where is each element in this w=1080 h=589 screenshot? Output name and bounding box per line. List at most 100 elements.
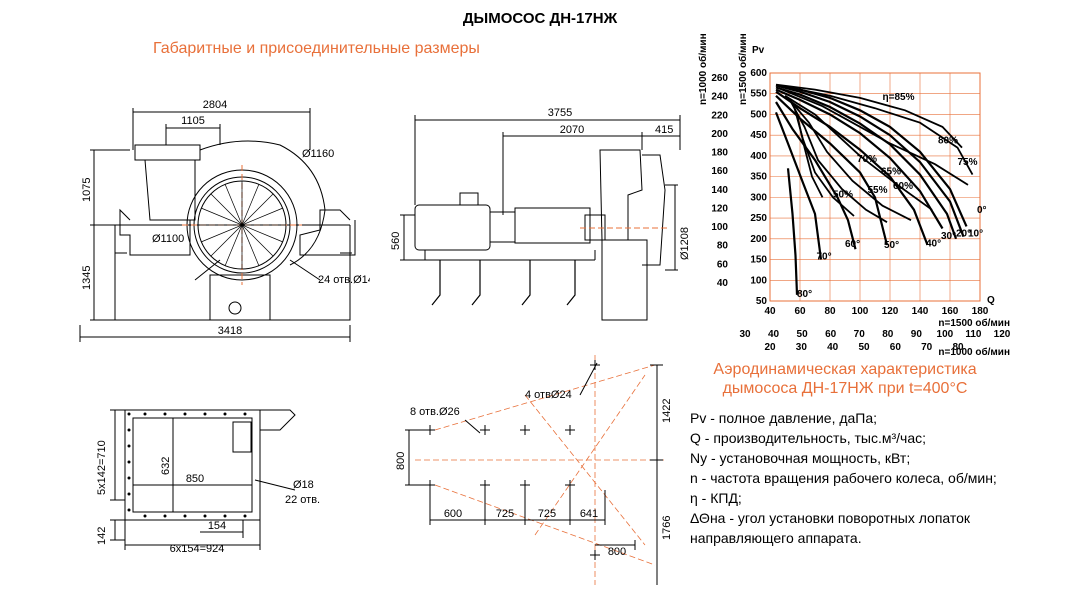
legend-angle: ΔΘна - угол установки поворотных лопаток — [690, 510, 971, 526]
y-label-n1500: n=1500 об/мин — [737, 33, 749, 105]
legend-angle-cont: направляющего аппарата. — [690, 530, 862, 546]
front-view-drawing: 2804 1105 Ø1160 1075 Ø1100 1345 24 отв.Ø… — [79, 99, 370, 342]
legend-n: n - частота вращения рабочего колеса, об… — [690, 470, 997, 486]
dim-4-holes-24: 4 отвØ24 — [525, 389, 572, 401]
x-tick-1000-3: 50 — [858, 342, 870, 353]
legend-ny: Ny - установочная мощность, кВт; — [690, 450, 911, 466]
x-tick-main-4: 120 — [882, 306, 899, 317]
y-tick-1500-6: 300 — [750, 192, 767, 203]
dim-641: 641 — [580, 508, 598, 520]
y-tick-1500-2: 500 — [750, 109, 767, 120]
y-tick-1500-11: 50 — [756, 296, 768, 307]
efficiency-label-6: 55% — [868, 185, 888, 196]
dim-1345: 1345 — [81, 266, 93, 290]
y-tick-1000-10: 60 — [717, 259, 729, 270]
y-tick-1000-1: 240 — [711, 92, 728, 103]
y-tick-1500-5: 350 — [750, 172, 767, 183]
angle-label-8: 80° — [797, 289, 812, 300]
pressure-curve-3 — [775, 88, 944, 230]
dim-1105: 1105 — [181, 115, 205, 127]
angle-label-6: 60° — [845, 239, 860, 250]
x-tick-main-0: 40 — [764, 306, 776, 317]
dimensions-subtitle: Габаритные и присоединительные размеры — [153, 40, 480, 57]
dim-5x142: 5х142=710 — [96, 440, 108, 495]
x-label-q: Q — [987, 295, 995, 306]
x-tick-1500-3: 60 — [825, 329, 837, 340]
efficiency-label-2: 75% — [958, 157, 978, 168]
legend-eta: η - КПД; — [690, 490, 742, 506]
angle-label-7: 70° — [817, 252, 832, 263]
y-tick-1000-9: 80 — [717, 241, 729, 252]
y-tick-1500-0: 600 — [750, 68, 767, 79]
pressure-curve-4 — [775, 90, 929, 246]
dim-3418: 3418 — [218, 325, 242, 337]
y-tick-1000-7: 120 — [711, 203, 728, 214]
dim-725-b: 725 — [538, 508, 556, 520]
dim-2804: 2804 — [203, 99, 227, 111]
y-tick-1000-11: 40 — [717, 278, 729, 289]
angle-label-4: 40° — [926, 238, 941, 249]
efficiency-label-0: η=85% — [883, 92, 915, 103]
angle-label-5: 50° — [884, 240, 899, 251]
x-tick-1500-0: 30 — [739, 329, 751, 340]
x-tick-1000-6: 80 — [952, 342, 964, 353]
dim-22-holes: 22 отв. — [285, 494, 320, 506]
dim-154: 154 — [208, 520, 226, 532]
y-tick-1000-2: 220 — [711, 110, 728, 121]
x-tick-1000-1: 30 — [796, 342, 808, 353]
dim-d1100: Ø1100 — [152, 233, 184, 245]
x-tick-1000-2: 40 — [827, 342, 839, 353]
y-tick-1500-4: 400 — [750, 151, 767, 162]
dim-8-holes-26: 8 отв.Ø26 — [410, 406, 460, 418]
pressure-curve-5 — [775, 95, 889, 246]
y-tick-1000-0: 260 — [711, 73, 728, 84]
y-label-n1000: n=1000 об/мин — [697, 33, 709, 105]
dim-632: 632 — [160, 457, 172, 475]
x-tick-1500-8: 110 — [965, 329, 982, 340]
x-tick-1500-2: 50 — [797, 329, 809, 340]
efficiency-curve-5 — [790, 101, 888, 223]
aero-title-line2: дымососа ДН-17НЖ при t=400°С — [722, 380, 968, 397]
efficiency-label-3: 70% — [857, 154, 877, 165]
efficiency-label-5: 60% — [893, 181, 913, 192]
efficiency-curve-0 — [775, 83, 963, 149]
y-tick-1000-3: 200 — [711, 129, 728, 140]
dim-800-bottom: 800 — [608, 546, 626, 558]
dim-3755: 3755 — [548, 107, 572, 119]
foundation-view-drawing: 4 отвØ24 8 отв.Ø26 800 1422 600 725 725 … — [395, 355, 673, 585]
dim-d18: Ø18 — [293, 479, 314, 491]
y-label-pv: Pv — [752, 45, 765, 56]
x-tick-1500-4: 70 — [854, 329, 866, 340]
angle-label-1: 10° — [968, 229, 983, 240]
dim-d1208: Ø1208 — [679, 227, 690, 260]
x-tick-1500-5: 80 — [882, 329, 894, 340]
dim-1766: 1766 — [661, 516, 673, 540]
efficiency-label-1: 80% — [938, 135, 958, 146]
aero-chart-title: Аэродинамическая характеристика дымососа… — [680, 360, 1010, 398]
dim-725-a: 725 — [496, 508, 514, 520]
x-tick-1000-4: 60 — [890, 342, 902, 353]
dim-415: 415 — [655, 124, 673, 136]
pressure-curve-1 — [775, 84, 965, 238]
angle-label-3: 30° — [941, 231, 956, 242]
efficiency-curve-2 — [781, 88, 969, 186]
x-tick-main-2: 80 — [824, 306, 836, 317]
dim-holes-14: 24 отв.Ø14 — [318, 274, 370, 286]
x-tick-1500-1: 40 — [768, 329, 780, 340]
symbols-legend: Pv - полное давление, даПа; Q - производ… — [690, 408, 997, 548]
pressure-curve-2 — [775, 86, 958, 240]
dim-600: 600 — [444, 508, 462, 520]
y-tick-1000-6: 140 — [711, 185, 728, 196]
x-tick-main-5: 140 — [912, 306, 929, 317]
y-tick-1500-9: 150 — [750, 255, 767, 266]
legend-pv: Pv - полное давление, даПа; — [690, 410, 878, 426]
dim-d1160: Ø1160 — [302, 148, 334, 160]
dim-1422: 1422 — [661, 399, 673, 423]
dim-800-left: 800 — [395, 452, 407, 470]
dim-2070: 2070 — [560, 124, 584, 136]
y-tick-1000-5: 160 — [711, 166, 728, 177]
x-tick-main-7: 180 — [972, 306, 989, 317]
angle-label-2: 20° — [956, 229, 971, 240]
x-tick-1500-7: 100 — [937, 329, 954, 340]
page-title: ДЫМОСОС ДН-17НЖ — [462, 10, 618, 27]
